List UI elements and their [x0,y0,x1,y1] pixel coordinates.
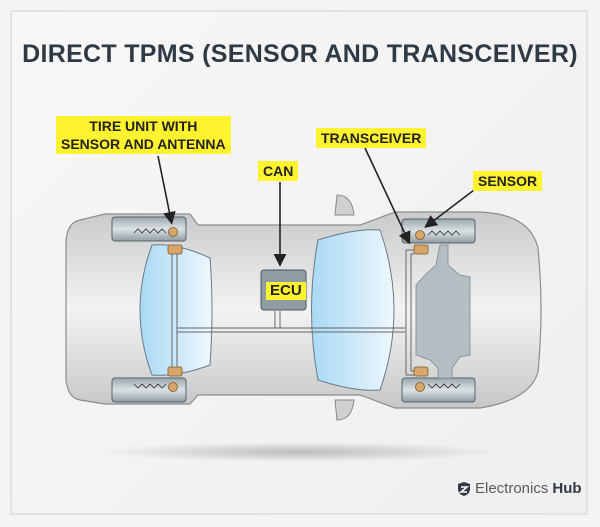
car-shadow [100,442,500,462]
sensor-label: SENSOR [473,171,543,191]
tire-unit-label-line2: SENSOR AND ANTENNA [61,136,226,152]
tire-unit-label: TIRE UNIT WITH SENSOR AND ANTENNA [56,116,231,154]
mirror-top [334,194,355,216]
wheel-rear-right [111,377,187,403]
electronics-hub-logo: Electronics Hub [457,480,582,497]
engine-block [415,244,471,379]
shield-icon [458,481,470,496]
callout-arrows [157,147,479,267]
logo-word1: Electronics [475,480,549,497]
diagram-title: DIRECT TPMS (SENSOR AND TRANSCEIVER) [22,40,578,68]
sensor-icon [415,230,425,240]
logo-word2: Hub [552,480,582,497]
transceiver-label: TRANSCEIVER [316,128,427,148]
transceiver-icon [413,366,429,377]
wheel-front-right [401,377,476,403]
can-bus-wiring [171,247,414,376]
wheel-rear-left [111,216,187,242]
can-label: CAN [258,161,299,181]
transceiver-icon [167,366,183,377]
ecu-label: ECU [266,282,306,300]
wheel-front-left [401,218,476,244]
sensor-icon [168,227,178,237]
mirror-bottom [334,399,355,421]
windshield [311,229,395,391]
rear-window [139,244,213,376]
sensor-icon [415,382,425,392]
sensor-icon [168,382,178,392]
transceiver-icon [413,244,429,255]
tire-unit-label-line1: TIRE UNIT WITH [89,118,198,134]
transceiver-icon [167,244,183,255]
